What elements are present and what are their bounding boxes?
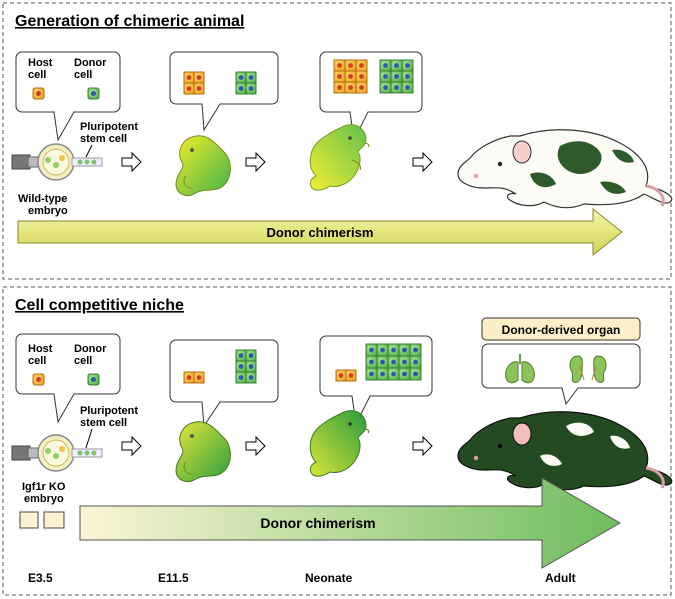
chimerism-label-bottom: Donor chimerism xyxy=(260,515,375,531)
stage-label-e3-5: E3.5 xyxy=(28,571,53,585)
donor-cell-label-2: cell xyxy=(74,69,92,81)
pluripotent-label: Pluripotent xyxy=(80,405,138,417)
donor-organ-callout: Donor-derived organ xyxy=(481,317,641,406)
step-arrow xyxy=(412,151,433,173)
step-arrow xyxy=(121,151,142,173)
panel-generation-chimeric: Generation of chimeric animal Host cell … xyxy=(2,2,673,280)
host-cell-label-2: cell xyxy=(28,69,46,81)
e11-cell-callout xyxy=(169,51,279,132)
step-arrow xyxy=(245,435,266,457)
embryo-e11 xyxy=(175,421,231,483)
donor-cell-cluster xyxy=(235,349,257,384)
embryo-label-2: embryo xyxy=(28,205,68,217)
stage-label-adult: Adult xyxy=(545,571,576,585)
step-arrow xyxy=(245,151,266,173)
panel-border xyxy=(2,286,672,596)
chimerism-label-top: Donor chimerism xyxy=(267,225,374,240)
donor-cell-grid xyxy=(365,343,422,381)
stage-label-e11-5: E11.5 xyxy=(158,571,189,585)
cell-legend-callout: Host cell Donor cell xyxy=(15,333,121,424)
host-cell-pair xyxy=(335,369,357,382)
blastocyst-injection xyxy=(11,143,103,181)
holding-pipette xyxy=(11,154,31,170)
donor-cell-icon xyxy=(87,87,100,100)
panel-cell-competitive-niche: Cell competitive niche Host cell Donor c… xyxy=(2,286,673,596)
lungs-icon xyxy=(505,354,535,384)
host-cell-cluster xyxy=(183,71,205,95)
embryo-label: Wild-type xyxy=(18,193,67,205)
host-cell-pair xyxy=(183,371,205,384)
stage-label-neonate: Neonate xyxy=(305,571,353,585)
adult-mouse-chimeric xyxy=(457,129,673,209)
neonate-pup xyxy=(309,124,370,191)
pluripotent-label: Pluripotent xyxy=(80,121,138,133)
organ-label: Donor-derived organ xyxy=(502,323,621,337)
organ-title-box xyxy=(481,317,641,341)
cell-legend-callout: Host cell Donor cell xyxy=(15,51,121,142)
ear xyxy=(512,140,532,164)
step-arrow xyxy=(121,435,142,457)
stem-cell-label: stem cell xyxy=(80,417,127,429)
stem-cell-label: stem cell xyxy=(80,133,127,145)
adult-mouse-donor xyxy=(457,411,673,491)
neonate-cell-callout xyxy=(319,335,433,426)
donor-cell-grid xyxy=(379,59,414,94)
donor-cell-label: Donor xyxy=(74,343,107,355)
host-cell-label: Host xyxy=(28,57,53,69)
host-cell-label: Host xyxy=(28,343,53,355)
host-cell-grid xyxy=(333,59,368,94)
neonate-cell-callout xyxy=(319,51,423,142)
panel-border xyxy=(2,2,672,280)
embryo-label-2: embryo xyxy=(24,493,64,505)
panel-title: Cell competitive niche xyxy=(15,297,184,314)
embryo-e11 xyxy=(175,135,231,197)
step-arrow xyxy=(412,435,433,457)
chimerism-arrow-bottom: Donor chimerism xyxy=(19,477,622,569)
neonate-pup xyxy=(309,410,370,477)
host-cell-icon xyxy=(32,87,45,100)
donor-cell-label-2: cell xyxy=(74,355,92,367)
e11-cell-callout xyxy=(169,339,279,428)
chimerism-arrow-top: Donor chimerism xyxy=(17,207,623,257)
donor-cell-cluster xyxy=(235,71,257,95)
blastocyst-injection xyxy=(11,434,103,472)
donor-cell-label: Donor xyxy=(74,57,107,69)
host-cell-label-2: cell xyxy=(28,355,46,367)
ear xyxy=(512,422,532,446)
donor-cell-icon xyxy=(87,373,100,386)
host-cell-icon xyxy=(32,373,45,386)
embryo-label: Igf1r KO xyxy=(22,481,66,493)
kidney-icon xyxy=(569,355,607,383)
panel-title: Generation of chimeric animal xyxy=(15,13,244,30)
